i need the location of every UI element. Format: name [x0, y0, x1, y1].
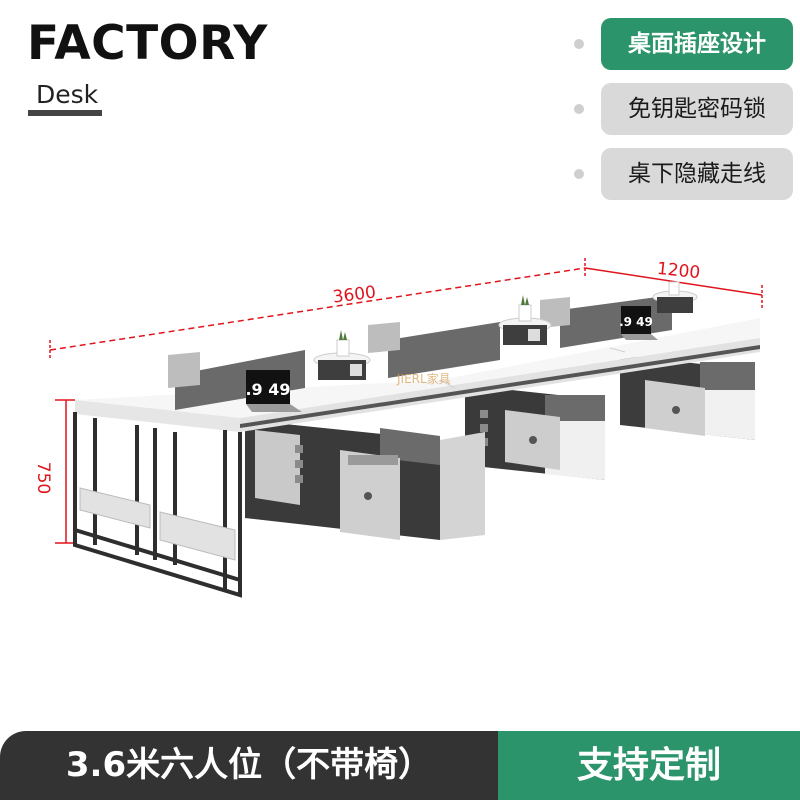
dimension-height: 750: [33, 399, 75, 544]
brand-title: FACTORY: [27, 16, 268, 71]
bottom-bar: 3.6米六人位（不带椅） 支持定制: [0, 731, 800, 800]
laptop-back: .9 49: [619, 306, 658, 340]
feature-item-lock[interactable]: 免钥匙密码锁: [574, 83, 800, 135]
laptop-screen-text-2: .9 49: [619, 315, 653, 329]
hanging-baskets: [79, 487, 236, 561]
cabinet-middle: [465, 385, 605, 480]
cabinet-right: [620, 355, 755, 440]
bullet-icon: [574, 104, 584, 114]
feature-label: 桌面插座设计: [601, 18, 793, 70]
customize-button[interactable]: 支持定制: [498, 731, 800, 800]
feature-label: 桌下隐藏走线: [601, 148, 793, 200]
cabinet-front: [245, 420, 485, 540]
dimension-length-label: 3600: [332, 282, 377, 307]
brand-subtitle: Desk: [28, 82, 103, 116]
watermark: JIERL家具: [396, 371, 451, 386]
dimension-height-label: 750: [33, 462, 53, 494]
feature-list: 桌面插座设计 免钥匙密码锁 桌下隐藏走线: [574, 18, 800, 213]
product-image: 3600 1200 750: [0, 230, 800, 710]
bullet-icon: [574, 169, 584, 179]
bullet-icon: [574, 39, 584, 49]
dimension-depth-label: 1200: [656, 259, 701, 283]
laptop-front: .9 49: [245, 370, 302, 412]
spec-label: 3.6米六人位（不带椅）: [0, 731, 498, 800]
laptop-screen-text: .9 49: [245, 380, 290, 399]
feature-item-socket[interactable]: 桌面插座设计: [574, 18, 800, 70]
feature-label: 免钥匙密码锁: [601, 83, 793, 135]
socket-pods: [313, 281, 698, 380]
desk-illustration: 3600 1200 750: [33, 258, 763, 598]
feature-item-cable[interactable]: 桌下隐藏走线: [574, 148, 800, 200]
